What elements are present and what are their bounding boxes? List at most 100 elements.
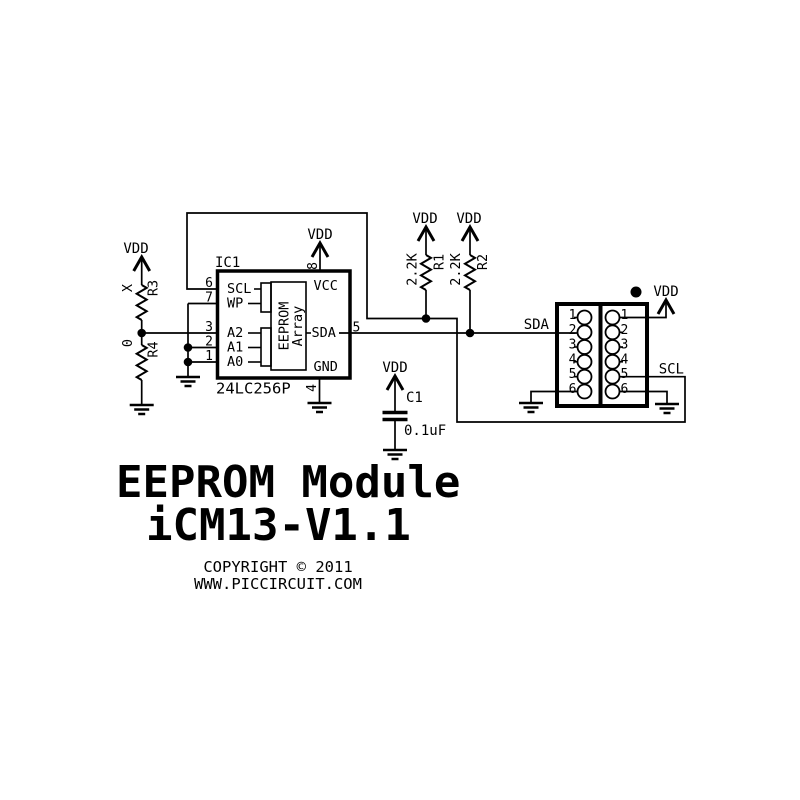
ic1-pin-wp-label: WP [227, 296, 243, 312]
vdd-label: VDD [653, 284, 678, 300]
ic1-internal-block: EEPROM Array [248, 281, 311, 371]
ic1-pin-a0-label: A0 [227, 354, 243, 370]
c1-refdes: C1 [406, 390, 423, 406]
title-block: EEPROM Module iCM13-V1.1 COPYRIGHT © 201… [116, 457, 460, 593]
net-wire-segments [140, 212, 686, 450]
ground-r4 [128, 403, 155, 416]
vdd-symbol-r3: VDD [123, 241, 152, 273]
vdd-label: VDD [456, 211, 481, 227]
connector-left-num-2: 2 [569, 323, 577, 338]
vdd-label: VDD [123, 241, 148, 257]
ic1-pin-vcc-label: VCC [314, 278, 338, 294]
scl-net-label: SCL [659, 362, 684, 378]
connector-header: 1 2 3 4 5 6 1 2 3 4 5 6 [555, 286, 649, 408]
ground-ic-gnd [306, 401, 333, 414]
r1-refdes: R1 [432, 254, 448, 270]
connector-right-num-1: 1 [621, 308, 629, 323]
connector-right-num-4: 4 [621, 352, 629, 367]
junction-r2-sda [465, 328, 475, 338]
resistor-r3: X R3 [120, 280, 162, 321]
r1-value: 2.2K [405, 252, 421, 285]
junction-a1 [183, 343, 193, 352]
junction-r1-scl [421, 314, 431, 323]
connector-left-pin-2 [576, 324, 593, 341]
connector-left-pin-1 [576, 309, 593, 326]
connector-left-num-4: 4 [569, 352, 577, 367]
ic1-24lc256: IC1 24LC256P SCL WP A2 A1 A0 VCC SDA GND… [205, 255, 360, 398]
ground-connector-right [653, 402, 681, 415]
ground-wp-a1-a0 [174, 375, 202, 388]
connector-right-pin-4 [604, 353, 621, 370]
eeprom-array-label-2: Array [290, 306, 306, 347]
r3-value: X [120, 284, 136, 292]
scl-net-wire [186, 212, 686, 423]
net-labels: SDA SCL [524, 317, 684, 378]
connector-left-pin-3 [576, 339, 593, 355]
connector-right-pin-5 [604, 368, 621, 385]
ic1-refdes: IC1 [215, 255, 240, 271]
ic1-pin-gnd-label: GND [314, 359, 338, 375]
copyright-line: COPYRIGHT © 2011 [203, 558, 352, 576]
vdd-label: VDD [307, 227, 332, 243]
connector-right-pin-1 [604, 309, 621, 326]
pin1-marker-dot [630, 286, 642, 298]
ic1-pin-sda-number: 5 [353, 321, 361, 336]
ic1-pin-wp-number: 7 [205, 291, 213, 306]
ic1-body [215, 269, 352, 380]
vdd-label: VDD [412, 211, 437, 227]
vdd-label: VDD [382, 360, 407, 376]
vdd-symbol-r2: VDD [456, 211, 482, 243]
connector-left-num-5: 5 [569, 367, 577, 382]
junction-a2-divider [137, 328, 146, 338]
ic1-pin-a1-number: 2 [205, 335, 213, 350]
ic1-pin-a2-number: 3 [205, 320, 213, 335]
connector-left-num-1: 1 [569, 308, 577, 323]
eeprom-array-box [270, 281, 307, 371]
r2-refdes: R2 [475, 254, 491, 270]
vdd-symbols: VDD VDD VDD VDD VDD VDD [123, 211, 679, 392]
connector-left-pin-6 [576, 383, 593, 400]
ic1-pin-a0-number: 1 [205, 349, 213, 364]
connector-left-num-3: 3 [569, 338, 577, 353]
website-line: WWW.PICCIRCUIT.COM [194, 575, 362, 593]
connector-left-pin-4 [576, 353, 593, 370]
connector-right-num-6: 6 [621, 382, 629, 397]
c1-value: 0.1uF [404, 423, 446, 439]
connector-right-pin-3 [604, 339, 621, 355]
schematic-subtitle: iCM13-V1.1 [146, 500, 411, 551]
vdd-symbol-connector: VDD [653, 284, 679, 316]
r3-refdes: R3 [146, 280, 162, 296]
ic1-pin-scl-label: SCL [227, 281, 251, 297]
connector-right-pin-2 [604, 324, 621, 341]
vdd-symbol-c1: VDD [382, 360, 408, 392]
sda-net-label: SDA [524, 317, 550, 333]
connector-left-num-6: 6 [569, 382, 577, 397]
eeprom-array-label-1: EEPROM [277, 302, 293, 351]
connector-right-num-5: 5 [621, 367, 629, 382]
ic1-pin-vcc-number: 8 [306, 262, 321, 270]
ic1-pin-scl-number: 6 [205, 276, 213, 291]
connector-left-pin-5 [576, 368, 593, 385]
capacitor-c1: C1 0.1uF [382, 390, 446, 439]
junction-dots [137, 314, 475, 367]
ground-connector-left [517, 401, 545, 414]
connector-right-pin-6 [604, 383, 621, 400]
vdd-symbol-r1: VDD [412, 211, 438, 243]
r4-value: 0 [120, 339, 136, 347]
connector-right-num-2: 2 [621, 323, 629, 338]
r2-value: 2.2K [448, 252, 464, 285]
ic1-pin-gnd-number: 4 [305, 384, 320, 392]
schematic-title: EEPROM Module [116, 457, 460, 508]
ic1-pin-sda-label: SDA [312, 325, 336, 341]
r4-refdes: R4 [146, 341, 162, 357]
connector-right-num-3: 3 [621, 338, 629, 353]
ic1-pin-a1-label: A1 [227, 340, 243, 356]
resistor-r2: 2.2K R2 [448, 252, 491, 291]
junction-a0 [183, 357, 193, 367]
resistor-r1: 2.2K R1 [405, 252, 448, 291]
ic1-part-number: 24LC256P [216, 380, 291, 398]
ic1-pin-a2-label: A2 [227, 325, 243, 341]
resistor-r4: 0 R4 [120, 339, 162, 381]
